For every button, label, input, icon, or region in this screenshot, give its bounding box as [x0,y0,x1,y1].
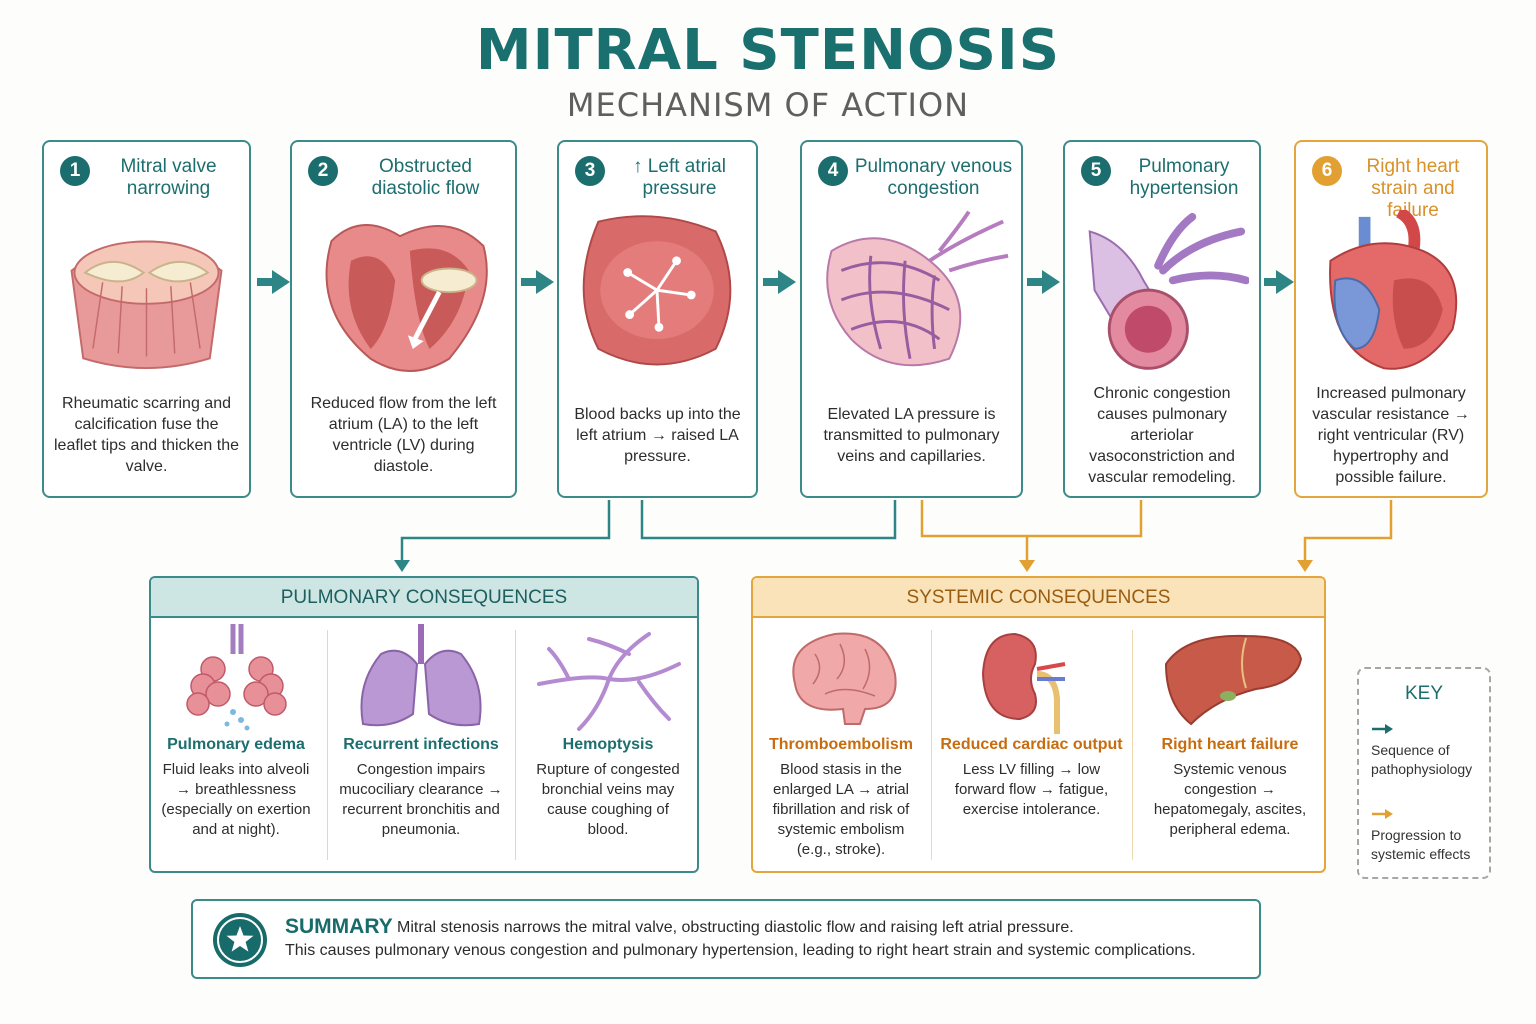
thickened-arteriole-icon [1075,210,1250,382]
arrow-3-4-icon [763,270,796,294]
summary-label: SUMMARY [285,915,393,938]
step-card-2: 2 Obstructed diastolic flow Reduced flow… [290,140,517,498]
consequence-description: Systemic venous congestion → hepatomegal… [1153,761,1307,838]
step-number-badge: 4 [818,156,848,186]
consequence-title: Recurrent infections [343,736,499,753]
step-number-badge: 2 [308,156,338,186]
consequence-item: Pulmonary edema Fluid leaks into alveoli… [153,618,319,871]
arrow-2-3-icon [521,270,554,294]
step-number-badge: 6 [1312,156,1342,186]
step-number-badge: 1 [60,156,90,186]
consequence-description: Less LV filling → low forward flow → fat… [954,761,1109,818]
kidney-icon [945,624,1118,734]
divider [931,630,932,860]
consequence-description: Rupture of congested bronchial veins may… [536,761,680,838]
divider [327,630,328,860]
orange-arrow-icon [1372,809,1393,819]
systemic-connectors [920,500,1393,572]
summary-box: SUMMARY Mitral stenosis narrows the mitr… [191,899,1261,979]
page-subtitle: MECHANISM OF ACTION [566,86,970,124]
step-card-4: 4 Pulmonary venous congestion Elevated L… [800,140,1023,498]
summary-text-line-2: This causes pulmonary venous congestion … [285,942,1196,959]
consequence-description: Congestion impairs mucociliary clearance… [339,761,503,838]
arrow-5-6-icon [1264,270,1294,294]
enlarged-heart-icon [1306,206,1476,382]
consequence-item: Hemoptysis Rupture of congested bronchia… [519,618,697,871]
step-card-5: 5 Pulmonary hypertension Chronic congest… [1063,140,1261,498]
arrow-4-5-icon [1027,270,1060,294]
arrow-1-2-icon [257,270,290,294]
step-card-6: 6 Right heart strain and failure Increas… [1294,140,1488,498]
step-title: Right heart strain and failure [1366,156,1460,221]
liver-icon [1146,624,1314,734]
teal-arrow-icon [1372,724,1393,734]
consequence-item: Recurrent infections Congestion impairs … [331,618,511,871]
systemic-consequences-panel: SYSTEMIC CONSEQUENCES Thromboembolism Bl… [751,576,1326,873]
brain-icon [765,624,917,734]
divider [1132,630,1133,860]
step-title: Pulmonary venous congestion [854,156,1013,199]
stenotic-valve-icon [54,210,239,382]
key-orange-label: Progression to systemic effects [1371,827,1471,862]
dilated-atrium-icon [569,210,746,382]
key-title: KEY [1404,683,1444,704]
consequence-title: Thromboembolism [768,736,913,753]
consequence-title: Pulmonary edema [167,736,305,753]
step-description: Chronic congestion causes pulmonary arte… [1088,384,1236,486]
consequence-description: Blood stasis in the enlarged LA → atrial… [772,761,910,858]
key-teal-label: Sequence of pathophysiology [1371,742,1473,777]
step-description: Increased pulmonary vascular resistance … [1312,384,1470,486]
consequence-title: Reduced cardiac output [940,736,1123,753]
step-number-badge: 3 [575,156,605,186]
step-description: Reduced flow from the left atrium (LA) t… [310,395,497,475]
panel-heading: SYSTEMIC CONSEQUENCES [753,578,1324,618]
pulmonary-connectors [394,500,897,572]
step-number-badge: 5 [1081,156,1111,186]
consequence-item: Reduced cardiac output Less LV filling →… [935,618,1128,871]
step-description: Rheumatic scarring and calcification fus… [54,395,240,475]
step-description: Elevated LA pressure is transmitted to p… [823,405,1000,465]
consequence-item: Thromboembolism Blood stasis in the enla… [755,618,927,871]
step-title: Obstructed diastolic flow [371,156,480,199]
pulmonary-consequences-panel: PULMONARY CONSEQUENCES Pulmonary edema F… [149,576,699,873]
step-description: Blood backs up into the left atrium → ra… [574,405,741,465]
consequence-title: Right heart failure [1161,736,1299,753]
heart-cross-section-icon [302,210,505,382]
step-title: Mitral valve narrowing [120,156,217,199]
step-card-3: 3 ↑ Left atrial pressure Blood backs up … [557,140,758,498]
legend-key: KEY Sequence of pathophysiology Progress… [1357,667,1491,879]
congested-capillaries-icon [812,210,1011,382]
step-card-1: 1 Mitral valve narrowing Rheumatic scarr… [42,140,251,498]
step-title: Pulmonary hypertension [1129,156,1239,199]
consequence-description: Fluid leaks into alveoli → breathlessnes… [161,761,311,838]
panel-heading: PULMONARY CONSEQUENCES [151,578,697,618]
consequence-item: Right heart failure Systemic venous cong… [1136,618,1324,871]
lungs-icon [341,624,501,734]
bronchial-veins-icon [529,624,687,734]
alveoli-icon [163,624,309,734]
step-title: ↑ Left atrial pressure [633,156,726,199]
summary-text-line-1: Mitral stenosis narrows the mitral valve… [397,919,1074,936]
star-icon [213,913,267,967]
page-title: MITRAL STENOSIS [475,18,1061,83]
divider [515,630,516,860]
consequence-title: Hemoptysis [562,736,654,753]
